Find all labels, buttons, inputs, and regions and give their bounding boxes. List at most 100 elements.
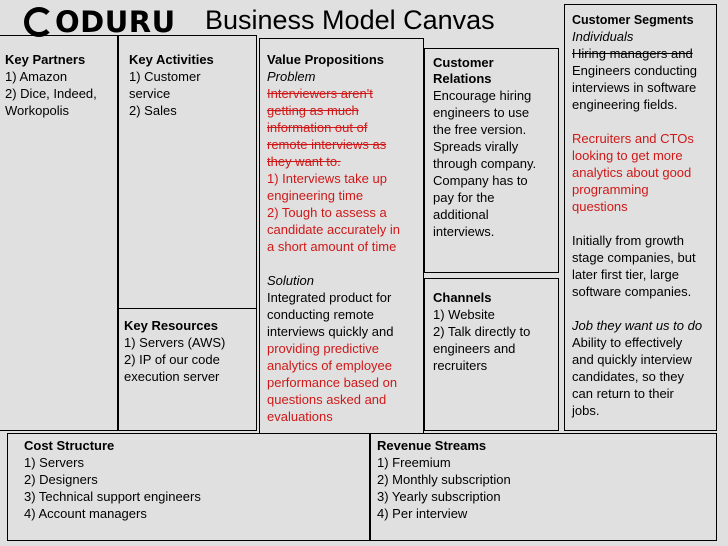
segments-growth-line: software companies. xyxy=(572,284,692,299)
key-activities-line: service xyxy=(129,86,171,101)
problem-struck-line: they want to. xyxy=(267,154,341,169)
problem-point-line: 1) Interviews take up xyxy=(267,171,387,186)
segments-recruiters-line: questions xyxy=(572,199,628,214)
logo-text: ODURU xyxy=(55,5,176,39)
segments-job-line: Ability to effectively xyxy=(572,335,683,350)
bottom-box xyxy=(7,433,717,541)
problem-struck-line: information out of xyxy=(267,120,368,135)
segments-individuals-line: engineering fields. xyxy=(572,97,678,112)
spacer xyxy=(572,300,702,317)
problem-struck-line: remote interviews as xyxy=(267,137,387,152)
solution-red-line: analytics of employee xyxy=(267,358,393,373)
segments-struck-line: Hiring managers and xyxy=(572,46,693,61)
segments-individuals-line: interviews in software xyxy=(572,80,697,95)
key-partners-line: 2) Dice, Indeed, xyxy=(5,86,97,101)
channels: Channels 1) Website 2) Talk directly to … xyxy=(433,290,530,374)
key-resources-line: 1) Servers (AWS) xyxy=(124,335,226,350)
key-resources: Key Resources 1) Servers (AWS) 2) IP of … xyxy=(124,318,225,385)
customer-relations: Customer Relations Encourage hiring engi… xyxy=(433,55,536,240)
key-partners: Key Partners 1) Amazon 2) Dice, Indeed, … xyxy=(5,52,97,119)
channels-box xyxy=(424,278,559,431)
segments-job-line: jobs. xyxy=(572,403,600,418)
cost-structure-line: 4) Account managers xyxy=(24,506,147,521)
cost-structure-line: 3) Technical support engineers xyxy=(24,489,201,504)
key-resources-heading: Key Resources xyxy=(124,318,218,333)
solution-line: Integrated product for xyxy=(267,290,392,305)
bottom-divider xyxy=(369,433,371,541)
customer-relations-line: interviews. xyxy=(433,224,495,239)
segments-growth-line: later first tier, large xyxy=(572,267,679,282)
page-title: Business Model Canvas xyxy=(205,5,495,35)
problem-label: Problem xyxy=(267,69,316,84)
customer-segments: Customer Segments Individuals Hiring man… xyxy=(572,12,702,419)
segments-recruiters-line: programming xyxy=(572,182,649,197)
key-activities: Key Activities 1) Customer service 2) Sa… xyxy=(129,52,214,119)
customer-relations-heading: Relations xyxy=(433,71,492,86)
revenue-streams: Revenue Streams 1) Freemium 2) Monthly s… xyxy=(377,438,511,522)
customer-segments-box xyxy=(564,4,717,431)
solution-red-line: questions asked and xyxy=(267,392,387,407)
segments-recruiters-line: looking to get more xyxy=(572,148,683,163)
cost-structure-line: 1) Servers xyxy=(24,455,84,470)
revenue-streams-line: 4) Per interview xyxy=(377,506,468,521)
revenue-streams-line: 1) Freemium xyxy=(377,455,451,470)
customer-relations-line: pay for the xyxy=(433,190,495,205)
job-label: Job they want us to do xyxy=(572,318,703,333)
channels-line: 2) Talk directly to xyxy=(433,324,531,339)
problem-struck-line: Interviewers aren't xyxy=(267,86,373,101)
key-activities-line: 1) Customer xyxy=(129,69,201,84)
solution-line: interviews quickly and xyxy=(267,324,394,339)
revenue-streams-line: 2) Monthly subscription xyxy=(377,472,511,487)
cost-structure: Cost Structure 1) Servers 2) Designers 3… xyxy=(24,438,201,522)
channels-line: recruiters xyxy=(433,358,488,373)
solution-red-line: providing predictive xyxy=(267,341,380,356)
key-activities-line: 2) Sales xyxy=(129,103,177,118)
revenue-streams-heading: Revenue Streams xyxy=(377,438,487,453)
key-partners-box xyxy=(0,35,119,431)
solution-line: conducting remote xyxy=(267,307,374,322)
customer-segments-heading: Customer Segments xyxy=(572,13,694,27)
spacer xyxy=(572,215,702,232)
problem-point-line: 2) Tough to assess a xyxy=(267,205,387,220)
channels-line: engineers and xyxy=(433,341,516,356)
solution-red-line: evaluations xyxy=(267,409,333,424)
problem-struck-line: getting as much xyxy=(267,103,359,118)
key-partners-line: 1) Amazon xyxy=(5,69,68,84)
customer-relations-heading: Customer xyxy=(433,55,494,70)
segments-recruiters-line: analytics about good xyxy=(572,165,692,180)
problem-point-line: a short amount of time xyxy=(267,239,397,254)
segments-job-line: candidates, so they xyxy=(572,369,685,384)
spacer xyxy=(572,113,702,130)
customer-relations-line: engineers to use xyxy=(433,105,530,120)
key-partners-line: Workopolis xyxy=(5,103,70,118)
segments-job-line: can return to their xyxy=(572,386,674,401)
channels-heading: Channels xyxy=(433,290,492,305)
channels-line: 1) Website xyxy=(433,307,495,322)
cost-structure-line: 2) Designers xyxy=(24,472,98,487)
segments-growth-line: Initially from growth xyxy=(572,233,684,248)
key-resources-box xyxy=(117,308,257,431)
customer-relations-line: through company. xyxy=(433,156,537,171)
key-partners-heading: Key Partners xyxy=(5,52,86,67)
customer-relations-line: the free version. xyxy=(433,122,527,137)
problem-point-line: candidate accurately in xyxy=(267,222,400,237)
segments-growth-line: stage companies, but xyxy=(572,250,696,265)
segments-job-line: and quickly interview xyxy=(572,352,692,367)
revenue-streams-line: 3) Yearly subscription xyxy=(377,489,501,504)
customer-relations-line: Encourage hiring xyxy=(433,88,532,103)
segments-individuals-line: Engineers conducting xyxy=(572,63,698,78)
customer-relations-line: Company has to xyxy=(433,173,528,188)
key-resources-line: 2) IP of our code xyxy=(124,352,220,367)
coduru-logo: ODURU xyxy=(24,2,176,42)
segments-recruiters-line: Recruiters and CTOs xyxy=(572,131,694,146)
customer-relations-line: Spreads virally xyxy=(433,139,519,154)
individuals-label: Individuals xyxy=(572,29,634,44)
value-propositions: Value Propositions Problem Interviewers … xyxy=(267,52,400,425)
customer-relations-line: additional xyxy=(433,207,489,222)
problem-point-line: engineering time xyxy=(267,188,364,203)
solution-red-line: performance based on xyxy=(267,375,398,390)
value-propositions-heading: Value Propositions xyxy=(267,52,385,67)
solution-label: Solution xyxy=(267,273,314,288)
key-resources-line: execution server xyxy=(124,369,220,384)
logo-c-mark xyxy=(24,7,54,37)
